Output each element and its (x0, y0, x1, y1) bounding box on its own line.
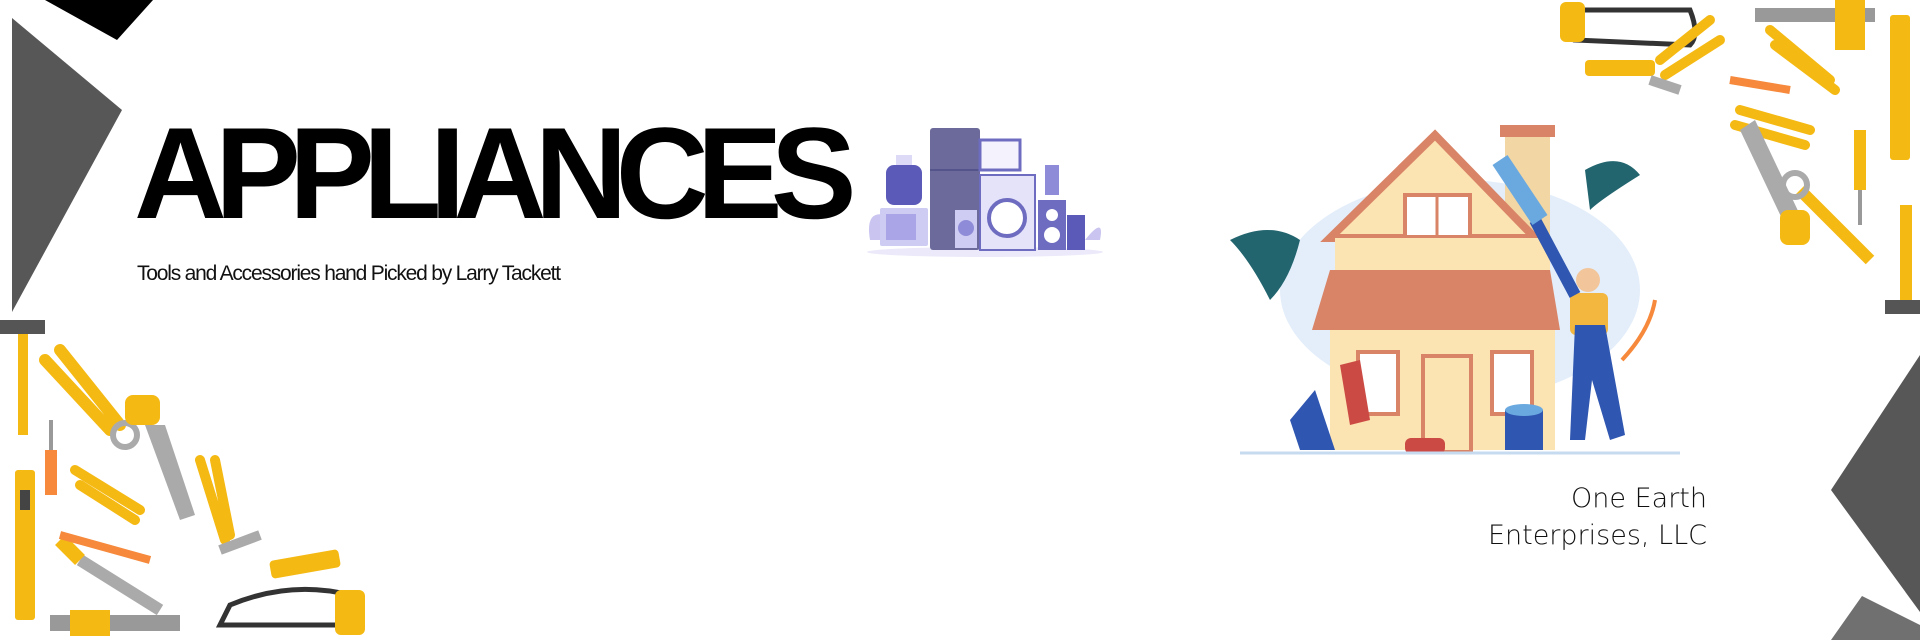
house-renovation-illustration (1230, 125, 1680, 455)
company-line-1: One Earth (1571, 483, 1707, 514)
wrench-icon (1780, 170, 1875, 265)
screwdriver-icon (1854, 130, 1866, 225)
adjustable-wrench-icon (1755, 0, 1875, 50)
tools-cluster-left (0, 320, 365, 636)
adjustable-wrench-icon (50, 610, 180, 636)
utility-knife-icon (269, 549, 341, 579)
bottom-right-gray-shape (1831, 596, 1920, 640)
hacksaw-icon (1560, 2, 1698, 48)
utility-knife-icon (1585, 60, 1655, 76)
pliers-icon-2 (1729, 25, 1840, 95)
screwdriver-icon (45, 420, 57, 495)
page-title: APPLIANCES (134, 100, 857, 246)
top-black-triangle (45, 0, 153, 40)
right-gray-triangle (1831, 355, 1920, 612)
handsaw-icon (1740, 120, 1810, 245)
pliers-icon (1648, 15, 1725, 95)
hammer-icon (0, 320, 45, 435)
subtitle: Tools and Accessories hand Picked by Lar… (137, 262, 561, 285)
tools-cluster-right (1560, 0, 1920, 314)
pliers-icon-2 (195, 455, 262, 555)
left-gray-triangle (12, 18, 122, 312)
hammer-icon (1885, 205, 1920, 314)
appliances-illustration (867, 128, 1103, 257)
hacksaw-icon (215, 586, 365, 635)
company-line-2: Enterprises, LLC (1487, 520, 1707, 551)
wrench-icon (55, 535, 164, 616)
level-icon (15, 470, 35, 620)
handsaw-icon (125, 395, 195, 520)
pliers-icon (39, 344, 140, 450)
pliers-icon-3 (58, 465, 152, 564)
level-icon (1890, 15, 1910, 160)
company-name: One Earth Enterprises, LLC (1488, 480, 1707, 554)
